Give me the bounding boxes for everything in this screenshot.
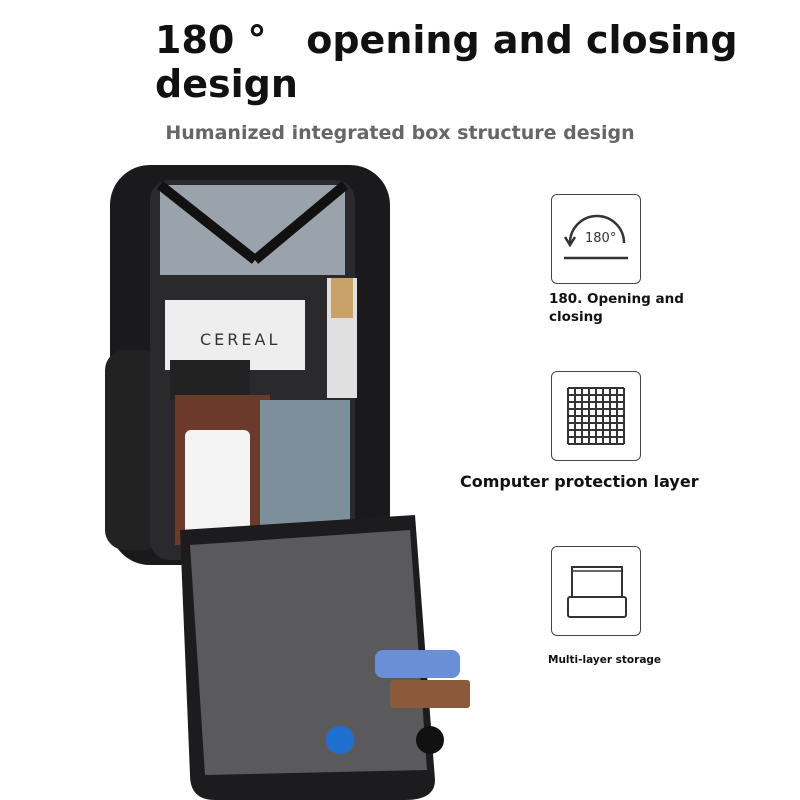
car-key: [416, 726, 444, 754]
headline-line-2: design: [155, 62, 298, 106]
elastic-strap: [156, 181, 349, 264]
book: [165, 300, 305, 370]
headline: 180 ° opening and closing design: [155, 18, 738, 106]
feature-icon-box-storage: [551, 546, 641, 636]
layered-storage-icon: [567, 566, 627, 618]
subtitle: Humanized integrated box structure desig…: [165, 122, 635, 144]
key-fob: [326, 726, 354, 754]
rotation-180-icon-text: 180°: [585, 231, 617, 246]
phone: [375, 650, 460, 678]
flap-lining: [190, 530, 427, 775]
feature-icon-box-mesh: [551, 371, 641, 461]
feature-label-storage: Multi-layer storage: [548, 654, 662, 666]
feature-icon-box-180: 180°: [551, 194, 641, 284]
notebook: [170, 360, 250, 400]
card-holder: [390, 680, 470, 708]
power-bank: [185, 430, 250, 545]
rotation-180-icon: [563, 214, 628, 260]
mesh-grid-icon: [567, 387, 625, 445]
headline-line-1: 180 ° opening and closing: [155, 18, 738, 62]
feature-label-180: 180. Opening and closing: [549, 291, 684, 325]
book-label: CEREAL: [200, 330, 280, 349]
feature-label-mesh: Computer protection layer: [460, 472, 699, 491]
backpack-product-image: CEREAL: [105, 165, 470, 800]
